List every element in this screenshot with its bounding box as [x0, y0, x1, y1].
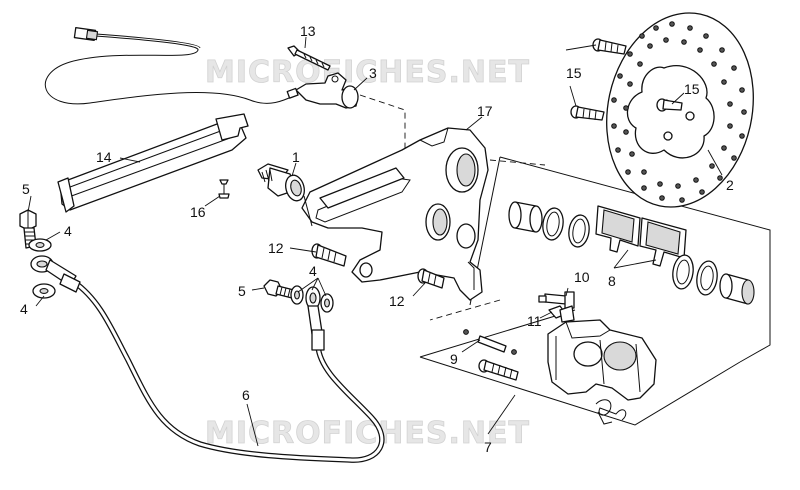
bolt-12-lower	[417, 268, 445, 289]
callout-7: 7	[484, 439, 492, 455]
callout-17: 17	[477, 103, 493, 119]
guide-sensor	[359, 94, 406, 150]
brake-pad-front	[595, 205, 641, 253]
washer-4-mid-left	[290, 285, 304, 305]
seal-rings-right	[672, 254, 718, 296]
pad-pin-9	[463, 329, 517, 355]
washer-4-lower-left	[32, 283, 56, 299]
bleed-screw-10	[538, 291, 575, 309]
bolt-12-upper	[311, 243, 347, 267]
callout-4-mid: 4	[309, 263, 317, 279]
banjo-bolt-5-mid	[263, 279, 295, 299]
sensor-wire-shadow	[95, 33, 201, 49]
washer-4-mid-right	[320, 293, 334, 313]
hose-crimp-left	[59, 273, 81, 293]
caliper-piston-right	[719, 273, 755, 305]
callout-labels: 13 3 17 1 2 15 15 14 16 12 12 5 4 4 5 4 …	[20, 23, 734, 455]
callout-5-left: 5	[22, 181, 30, 197]
disc-bolt-15-upper	[592, 38, 627, 55]
callout-2: 2	[726, 177, 734, 193]
callout-5-mid: 5	[238, 283, 246, 299]
callout-8: 8	[608, 273, 616, 289]
callout-9: 9	[450, 351, 458, 367]
watermark-bottom: MICROFICHES.NET	[205, 416, 530, 451]
leader-lines	[27, 36, 723, 447]
spacer-pin-1	[257, 163, 305, 202]
chain-guide-14	[57, 113, 249, 213]
callout-15-hub: 15	[684, 81, 700, 97]
hose-crimp-mid	[311, 329, 325, 351]
caliper-box-lower	[419, 309, 741, 426]
pad-spring-clip	[595, 399, 627, 425]
banjo-bolt-5-left	[19, 209, 37, 249]
watermark-top: MICROFICHES.NET	[205, 55, 530, 90]
caliper-piston-left	[508, 201, 543, 233]
callout-6: 6	[242, 387, 250, 403]
brake-hose-6-inner	[72, 280, 384, 462]
sensor-wire	[44, 35, 299, 105]
callout-1: 1	[292, 149, 300, 165]
bolt-13	[287, 45, 331, 71]
banjo-fitting-mid	[305, 286, 323, 335]
callout-4-lower-left: 4	[20, 301, 28, 317]
disc-bolt-15-lower	[570, 105, 605, 121]
wire-connector	[73, 27, 99, 41]
screw-16	[218, 179, 230, 199]
callout-12-lower: 12	[389, 293, 405, 309]
seal-rings-left	[542, 207, 590, 248]
brake-pad-rear	[639, 217, 687, 267]
callout-11: 11	[527, 313, 542, 329]
callout-15-left: 15	[566, 65, 582, 81]
callout-16: 16	[190, 204, 206, 220]
washer-4-upper-left	[28, 238, 52, 252]
callout-4-upper-left: 4	[64, 223, 72, 239]
caliper-bracket-17	[301, 127, 489, 301]
disc-bolt-15-hub	[656, 98, 683, 112]
callout-10: 10	[574, 269, 590, 285]
callout-3: 3	[369, 65, 377, 81]
caliper-body	[547, 305, 657, 401]
callout-14: 14	[96, 149, 112, 165]
callout-12-upper: 12	[268, 240, 284, 256]
guide-bracket-caliper	[429, 299, 501, 321]
callout-13: 13	[300, 23, 316, 39]
speed-sensor	[286, 72, 359, 109]
caliper-bolt	[478, 359, 519, 381]
